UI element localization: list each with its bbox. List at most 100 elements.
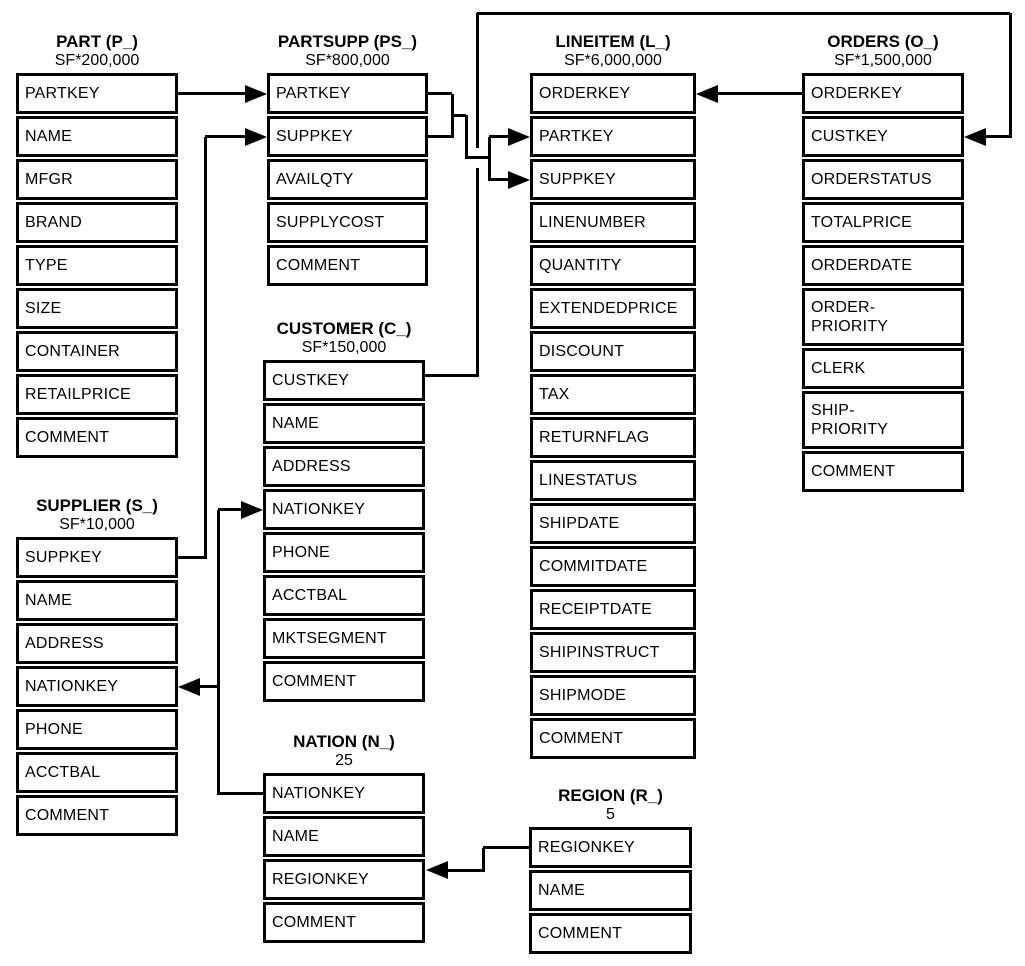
lineitem-column-linestatus: LINESTATUS — [530, 460, 696, 501]
orders-column-orderdate: ORDERDATE — [802, 245, 964, 286]
lineitem-column-shipmode: SHIPMODE — [530, 675, 696, 716]
region-column-comment: COMMENT — [529, 913, 692, 954]
connector-partsupp-lineitem-partkey-segment-11 — [489, 135, 514, 138]
lineitem-column-quantity: QUANTITY — [530, 245, 696, 286]
connector-nation-customer-segment-21 — [216, 509, 220, 795]
lineitem-column-commitdate: COMMITDATE — [530, 546, 696, 587]
part-column-container: CONTAINER — [16, 331, 178, 372]
table-cardinality-customer: SF*150,000 — [301, 339, 387, 356]
connector-customer-orders-segment-15 — [475, 13, 479, 148]
supplier-column-comment: COMMENT — [16, 795, 178, 836]
table-cardinality-nation: 25 — [335, 752, 353, 769]
table-title-lineitem: LINEITEM (L_) — [555, 32, 671, 51]
connector-customer-orders-segment-13 — [425, 374, 477, 377]
connector-nation-customer-arrowhead — [241, 500, 263, 519]
partsupp-column-suppkey: SUPPKEY — [267, 116, 428, 157]
table-title-nation: NATION (N_) — [293, 732, 395, 751]
table-title-orders: ORDERS (O_) — [827, 32, 939, 51]
lineitem-column-linenumber: LINENUMBER — [530, 202, 696, 243]
orders-column-ship-priority: SHIP- PRIORITY — [802, 391, 964, 449]
connector-region-nation-segment-26 — [442, 868, 483, 872]
connector-customer-orders-arrowhead — [964, 127, 986, 146]
supplier-column-phone: PHONE — [16, 709, 178, 750]
table-title-region: REGION (R_) — [558, 786, 663, 805]
supplier-column-name: NAME — [16, 580, 178, 621]
lineitem-column-discount: DISCOUNT — [530, 331, 696, 372]
connector-region-nation-segment-24 — [483, 846, 529, 849]
connector-supplier-partsupp-segment-3 — [205, 135, 251, 138]
customer-column-phone: PHONE — [263, 532, 425, 573]
orders-column-totalprice: TOTALPRICE — [802, 202, 964, 243]
connector-customer-orders-segment-17 — [1008, 13, 1012, 138]
customer-column-comment: COMMENT — [263, 661, 425, 702]
connector-customer-orders-segment-14 — [475, 168, 479, 377]
part-column-retailprice: RETAILPRICE — [16, 374, 178, 415]
partsupp-column-partkey: PARTKEY — [267, 73, 428, 114]
table-cardinality-lineitem: SF*6,000,000 — [564, 52, 662, 69]
table-cardinality-orders: SF*1,500,000 — [834, 52, 932, 69]
part-column-partkey: PARTKEY — [16, 73, 178, 114]
orders-column-orderstatus: ORDERSTATUS — [802, 159, 964, 200]
part-column-name: NAME — [16, 116, 178, 157]
table-cardinality-partsupp: SF*800,000 — [305, 52, 390, 69]
connector-partsupp-lineitem-segment-7 — [452, 113, 466, 117]
connector-nation-customer-segment-20 — [218, 792, 263, 795]
connector-partsupp-lineitem-partkey-segment-4 — [428, 92, 452, 95]
lineitem-column-tax: TAX — [530, 374, 696, 415]
table-cardinality-part: SF*200,000 — [54, 52, 140, 69]
lineitem-column-returnflag: RETURNFLAG — [530, 417, 696, 458]
connector-partsupp-lineitem-segment-8 — [464, 115, 468, 159]
nation-column-regionkey: REGIONKEY — [263, 859, 425, 900]
connector-supplier-partsupp-segment-2 — [203, 136, 207, 559]
customer-column-acctbal: ACCTBAL — [263, 575, 425, 616]
partsupp-column-comment: COMMENT — [267, 245, 428, 286]
table-title-partsupp: PARTSUPP (PS_) — [277, 32, 418, 51]
partsupp-column-availqty: AVAILQTY — [267, 159, 428, 200]
connector-nation-customer-segment-22 — [218, 508, 247, 511]
partsupp-column-supplycost: SUPPLYCOST — [267, 202, 428, 243]
connector-partsupp-lineitem-suppkey-segment-12 — [489, 178, 514, 181]
connector-region-nation-segment-25 — [481, 847, 485, 872]
orders-column-orderkey: ORDERKEY — [802, 73, 964, 114]
nation-column-name: NAME — [263, 816, 425, 857]
connector-partsupp-lineitem-partkey-arrowhead — [508, 127, 530, 146]
nation-column-comment: COMMENT — [263, 902, 425, 943]
lineitem-column-receiptdate: RECEIPTDATE — [530, 589, 696, 630]
lineitem-column-comment: COMMENT — [530, 718, 696, 759]
connector-customer-orders-segment-18 — [980, 135, 1010, 138]
orders-column-order-priority: ORDER- PRIORITY — [802, 288, 964, 346]
lineitem-column-shipdate: SHIPDATE — [530, 503, 696, 544]
connector-supplier-partsupp-arrowhead — [245, 127, 267, 146]
orders-column-custkey: CUSTKEY — [802, 116, 964, 157]
part-column-mfgr: MFGR — [16, 159, 178, 200]
table-cardinality-region: 5 — [606, 806, 615, 823]
lineitem-column-extendedprice: EXTENDEDPRICE — [530, 288, 696, 329]
orders-column-comment: COMMENT — [802, 451, 964, 492]
connector-orders-lineitem-segment-19 — [712, 92, 802, 95]
part-column-type: TYPE — [16, 245, 178, 286]
customer-column-nationkey: NATIONKEY — [263, 489, 425, 530]
orders-column-clerk: CLERK — [802, 348, 964, 389]
lineitem-column-partkey: PARTKEY — [530, 116, 696, 157]
part-column-brand: BRAND — [16, 202, 178, 243]
connector-part-partsupp-arrowhead — [245, 84, 267, 103]
part-column-comment: COMMENT — [16, 417, 178, 458]
customer-column-custkey: CUSTKEY — [263, 360, 425, 401]
connector-nation-supplier-arrowhead — [178, 677, 200, 696]
region-column-regionkey: REGIONKEY — [529, 827, 692, 868]
connector-nation-supplier-segment-23 — [194, 685, 218, 688]
supplier-column-suppkey: SUPPKEY — [16, 537, 178, 578]
table-cardinality-supplier: SF*10,000 — [59, 516, 135, 533]
connector-part-partsupp-segment-0 — [178, 92, 251, 95]
customer-column-address: ADDRESS — [263, 446, 425, 487]
connector-partsupp-lineitem-segment-9 — [466, 155, 489, 159]
connector-region-nation-arrowhead — [426, 861, 448, 879]
connector-customer-orders-segment-16 — [477, 11, 1010, 15]
customer-column-name: NAME — [263, 403, 425, 444]
connector-supplier-partsupp-segment-1 — [178, 556, 205, 559]
connector-orders-lineitem-arrowhead — [696, 84, 718, 103]
table-title-supplier: SUPPLIER (S_) — [36, 496, 158, 515]
lineitem-column-orderkey: ORDERKEY — [530, 73, 696, 114]
region-column-name: NAME — [529, 870, 692, 911]
nation-column-nationkey: NATIONKEY — [263, 773, 425, 814]
